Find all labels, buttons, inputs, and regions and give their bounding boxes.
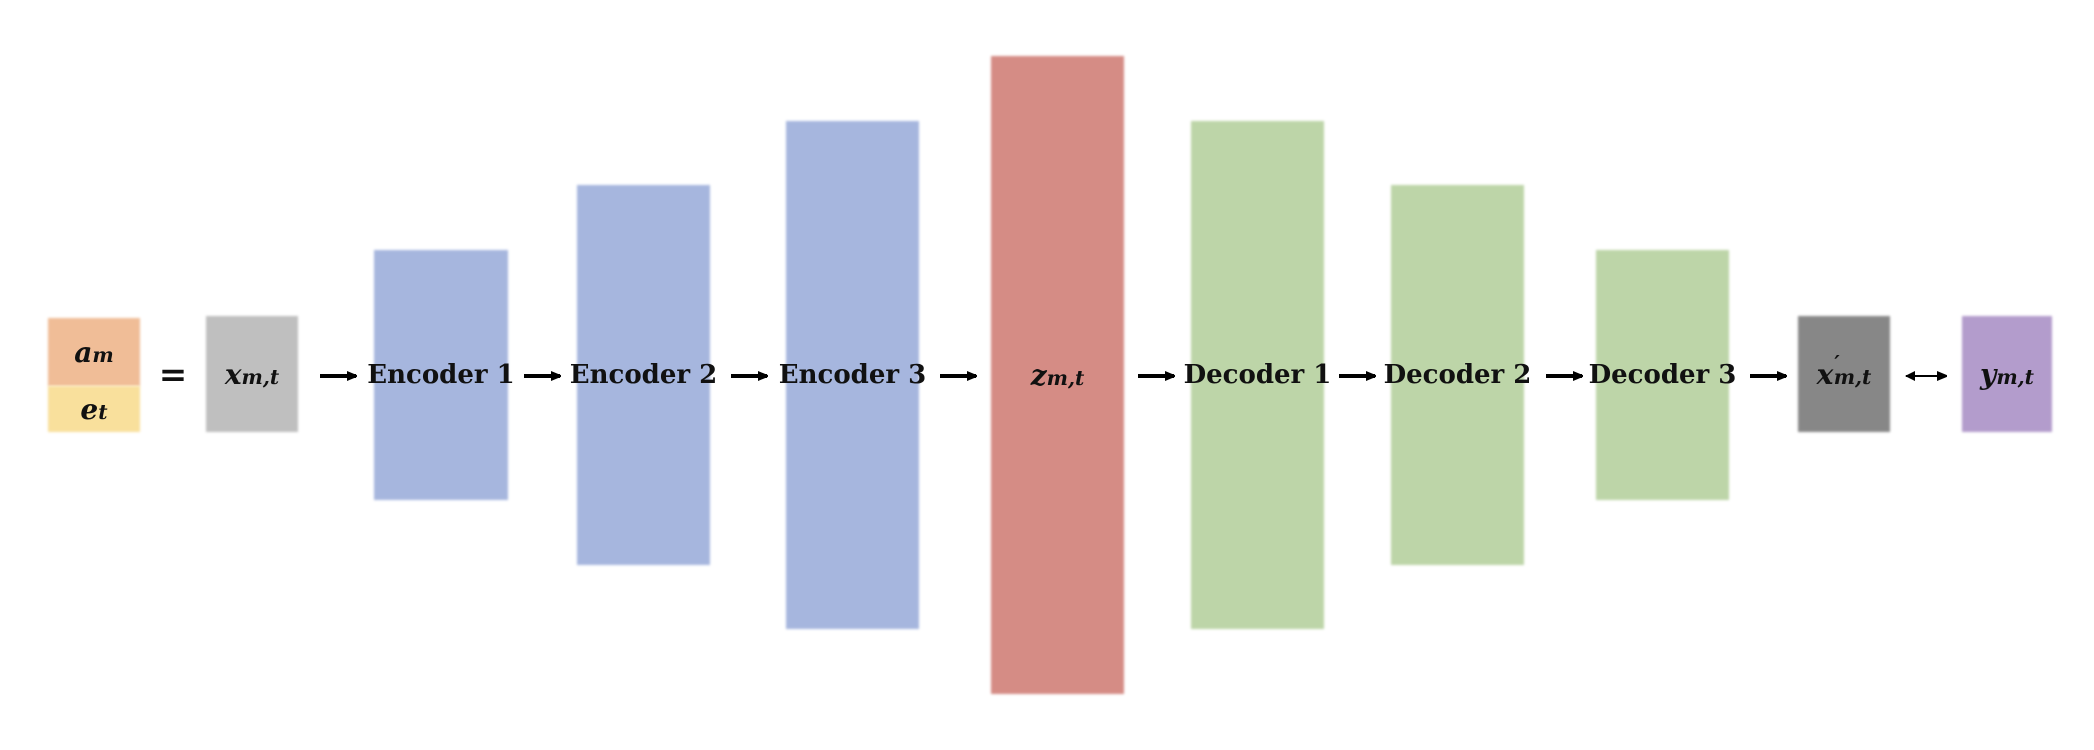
equals-sign: = xyxy=(158,355,188,395)
encoder-3-label: Encoder 3 xyxy=(778,360,927,390)
decoder-2-block xyxy=(1391,185,1524,565)
input-e-block xyxy=(48,386,140,432)
decoder-1-block xyxy=(1191,121,1324,629)
input-a-block xyxy=(48,318,140,386)
decoder-2-label: Decoder 2 xyxy=(1383,360,1532,390)
decoder-1-label: Decoder 1 xyxy=(1183,360,1332,390)
decoder-3-block xyxy=(1596,250,1729,500)
encoder-2-label: Encoder 2 xyxy=(569,360,718,390)
encoder-2-block xyxy=(577,185,710,565)
encoder-1-label: Encoder 1 xyxy=(367,360,515,390)
x-prime-label: x′m,t xyxy=(1816,350,1872,391)
x-block xyxy=(206,316,298,432)
encoder-1-block xyxy=(374,250,508,500)
x-prime-block xyxy=(1798,316,1890,432)
y-block xyxy=(1962,316,2052,432)
decoder-3-label: Decoder 3 xyxy=(1588,360,1737,390)
latent-block xyxy=(991,56,1124,694)
encoder-3-block xyxy=(786,121,919,629)
